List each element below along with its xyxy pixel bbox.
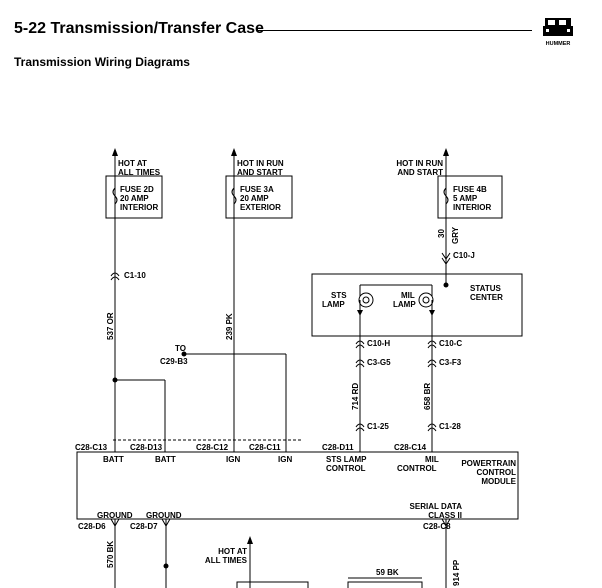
- connector-label: C29-B3: [160, 357, 188, 366]
- pcm-pin-label: C28-C13: [75, 443, 108, 452]
- source-label: HOT IN RUN: [237, 159, 284, 168]
- connector-label: C3-F3: [439, 358, 462, 367]
- sts-lamp-icon: [357, 292, 374, 316]
- pcm-pin-function: CONTROL: [397, 464, 437, 473]
- wire-label: GRY: [451, 226, 460, 244]
- fuse-label: INTERIOR: [453, 203, 491, 212]
- fuse-label: FUSE 3A: [240, 185, 274, 194]
- pcm-title: CONTROL: [476, 468, 516, 477]
- pcm-pin-function: BATT: [155, 455, 176, 464]
- connector-label: C10-H: [367, 339, 390, 348]
- wire-label: 714 RD: [351, 383, 360, 410]
- pcm-pin-function: STS LAMP: [326, 455, 367, 464]
- section-title: 5-22 Transmission/Transfer Case: [14, 20, 264, 37]
- page-subtitle: Transmission Wiring Diagrams: [14, 55, 190, 69]
- pcm-pin-label: C28-D13: [130, 443, 163, 452]
- pcm-pin-function: IGN: [278, 455, 292, 464]
- fuse-label: INTERIOR: [120, 203, 158, 212]
- wire-label: 570 BK: [106, 541, 115, 568]
- lamp-label: LAMP: [322, 300, 345, 309]
- pcm-pin-function: CLASS II: [428, 511, 462, 520]
- wire-label: 59 BK: [376, 568, 399, 577]
- wire-label: 30: [437, 229, 446, 238]
- source-label: ALL TIMES: [205, 556, 248, 565]
- connector-label: C3-G5: [367, 358, 391, 367]
- pcm-title: MODULE: [481, 477, 516, 486]
- wire-label: 914 PP: [452, 559, 461, 586]
- pcm-pin-label: C28-C11: [249, 443, 281, 452]
- pcm-pin-function: IGN: [226, 455, 240, 464]
- pcm-pin-function: BATT: [103, 455, 124, 464]
- wire-label: 239 PK: [225, 313, 234, 340]
- pcm-pin-label: C28-D11: [322, 443, 354, 452]
- source-label: HOT AT: [218, 547, 247, 556]
- connector-label: TO: [175, 344, 186, 353]
- page-header: 5-22 Transmission/Transfer Case Transmis…: [0, 0, 602, 80]
- connector-label: C1-25: [367, 422, 389, 431]
- fuse-label: 20 AMP: [240, 194, 269, 203]
- pcm-pin-label: C28-C12: [196, 443, 229, 452]
- status-center-title: STATUS: [470, 284, 501, 293]
- connector-label: C10-C: [439, 339, 462, 348]
- connector-label: C10-J: [453, 251, 475, 260]
- pcm-pin-function: SERIAL DATA: [410, 502, 463, 511]
- wire-label: 537 OR: [106, 312, 115, 340]
- wire-label: 658 BR: [423, 383, 432, 410]
- source-label: AND START: [397, 168, 443, 177]
- source-label: HOT AT: [118, 159, 147, 168]
- status-center-title: CENTER: [470, 293, 503, 302]
- fuse-label: FUSE 2D: [120, 185, 154, 194]
- source-label: HOT IN RUN: [396, 159, 443, 168]
- mil-lamp-icon: [418, 292, 435, 316]
- pcm-pin-function: GROUND: [97, 511, 133, 520]
- connector-label: C1-28: [439, 422, 461, 431]
- pcm-title: POWERTRAIN: [461, 459, 516, 468]
- pcm-pin-function: CONTROL: [326, 464, 366, 473]
- pcm-pin-label: C28-C8: [423, 522, 451, 531]
- fuse-label: EXTERIOR: [240, 203, 281, 212]
- lamp-label: MIL: [401, 291, 415, 300]
- source-label: ALL TIMES: [118, 168, 161, 177]
- fuse-label: FUSE 4B: [453, 185, 487, 194]
- logo-text: HUMMER: [546, 41, 571, 47]
- hummer-logo-icon: HUMMER: [543, 18, 573, 47]
- connector-label: C1-10: [124, 271, 146, 280]
- lamp-label: LAMP: [393, 300, 416, 309]
- pcm-pin-label: C28-D6: [78, 522, 106, 531]
- fuse-label: 20 AMP: [120, 194, 149, 203]
- lamp-label: STS: [331, 291, 347, 300]
- pcm-pin-label: C28-C14: [394, 443, 427, 452]
- source-label: AND START: [237, 168, 283, 177]
- pcm-pin-function: GROUND: [146, 511, 182, 520]
- pcm-pin-label: C28-D7: [130, 522, 158, 531]
- fuse-label: 5 AMP: [453, 194, 478, 203]
- header-rule: [258, 30, 532, 31]
- pcm-pin-function: MIL: [425, 455, 439, 464]
